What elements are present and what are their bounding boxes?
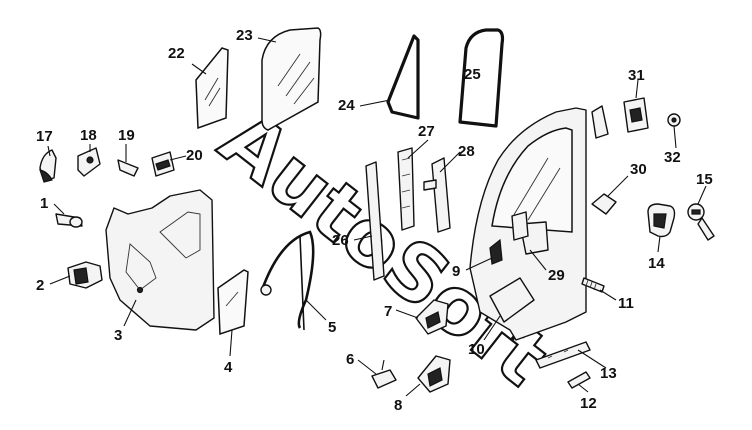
callout-24: 24 — [338, 97, 355, 114]
callout-numbers: 1 2 3 4 5 6 7 8 9 10 11 12 13 14 15 17 1… — [36, 27, 713, 414]
callout-22: 22 — [168, 45, 185, 62]
part-28-rail — [423, 157, 451, 233]
callout-25: 25 — [464, 66, 481, 83]
callout-20: 20 — [186, 147, 203, 164]
callout-31: 31 — [628, 67, 645, 84]
part-5-window-regulator — [260, 230, 315, 331]
part-25-window-seal — [458, 28, 505, 128]
callout-2: 2 — [36, 277, 44, 294]
callout-15: 15 — [696, 171, 713, 188]
leader-lines — [47, 37, 707, 397]
callout-17: 17 — [36, 128, 53, 145]
part-13-trim-strip — [535, 341, 591, 369]
part-8-lock — [417, 355, 451, 393]
callout-23: 23 — [236, 27, 253, 44]
callout-28: 28 — [458, 143, 475, 160]
part-26-rail — [365, 161, 385, 281]
part-32-grommet — [667, 113, 681, 127]
callout-4: 4 — [224, 359, 233, 376]
callout-14: 14 — [648, 255, 665, 272]
callout-26: 26 — [332, 232, 349, 249]
part-15-key-cylinder — [687, 203, 715, 241]
part-20-connector — [151, 151, 175, 177]
part-2-hinge — [67, 261, 103, 289]
part-18-bracket — [77, 147, 101, 177]
callout-10: 10 — [468, 341, 485, 358]
part-27-rail — [397, 147, 415, 231]
part-1-pin — [55, 213, 83, 228]
part-23-door-glass — [261, 27, 322, 131]
part-31-lock-mechanism — [591, 97, 649, 139]
part-12-clip — [567, 371, 591, 389]
part-6-latch — [371, 359, 397, 389]
callout-3: 3 — [114, 327, 122, 344]
callout-19: 19 — [118, 127, 135, 144]
callout-6: 6 — [346, 351, 354, 368]
part-7-lock — [415, 299, 449, 335]
part-24-quarter-seal — [386, 34, 420, 120]
part-11-spring — [581, 277, 605, 293]
part-30-plate — [591, 193, 617, 215]
callout-29: 29 — [548, 267, 565, 284]
callout-32: 32 — [664, 149, 681, 166]
part-19-clip — [117, 159, 139, 177]
callout-27: 27 — [418, 123, 435, 140]
callout-12: 12 — [580, 395, 597, 412]
callout-30: 30 — [630, 161, 647, 178]
callout-13: 13 — [600, 365, 617, 382]
callout-11: 11 — [618, 295, 634, 312]
part-3-door-inner-panel — [105, 189, 215, 331]
part-10-inner-bracket — [489, 277, 535, 323]
part-4-small-glass — [217, 269, 249, 336]
part-17-clip — [39, 149, 57, 183]
part-14-handle — [647, 203, 676, 238]
callout-18: 18 — [80, 127, 97, 144]
callout-7: 7 — [384, 303, 392, 320]
part-29-door-mirror — [511, 211, 549, 255]
callout-1: 1 — [40, 195, 48, 212]
part-22-quarter-glass — [195, 47, 229, 130]
callout-5: 5 — [328, 319, 336, 336]
callout-8: 8 — [394, 397, 402, 414]
callout-9: 9 — [452, 263, 460, 280]
